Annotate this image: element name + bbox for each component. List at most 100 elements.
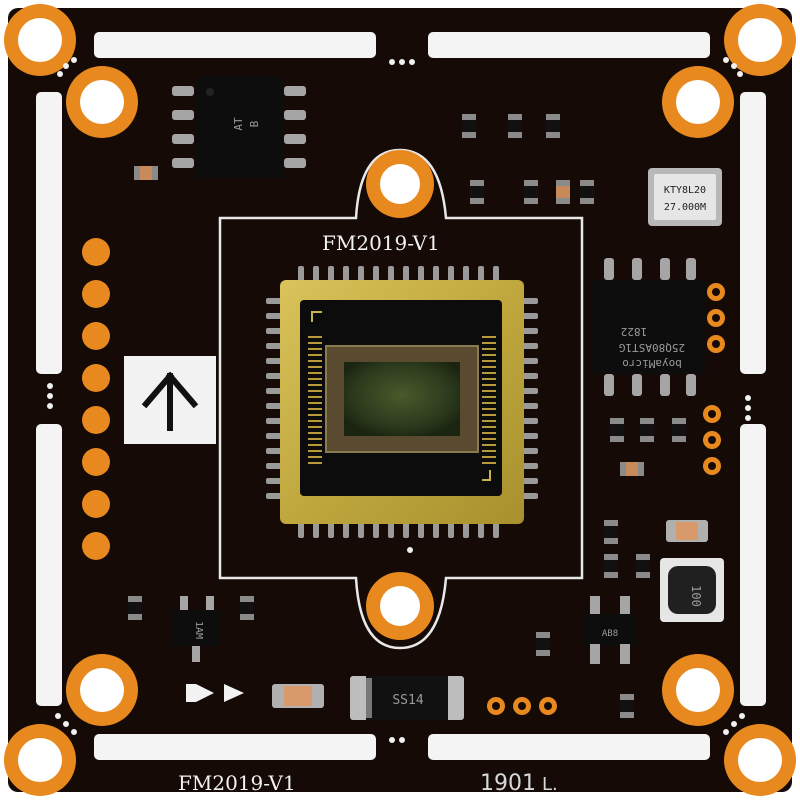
hole-bottom-left-inner	[66, 654, 138, 726]
bond-wire	[482, 420, 496, 422]
bond-wire	[482, 390, 496, 392]
bond-wire	[308, 396, 322, 398]
sensor-pin	[266, 478, 282, 484]
flash-label-1: 1822	[621, 325, 648, 338]
bond-wire	[482, 462, 496, 464]
sensor-pin	[266, 493, 282, 499]
flash-chip: 1822 25Q80AST1G boyaMicro	[592, 258, 706, 396]
bond-wire	[482, 426, 496, 428]
up-arrow-icon	[141, 371, 199, 431]
crystal-label-1: KTY8L20	[664, 185, 706, 196]
lens-hole-bottom	[366, 572, 434, 640]
hole-top-right-inner	[662, 66, 734, 138]
bond-wire	[308, 372, 322, 374]
sensor-pin	[522, 433, 538, 439]
bond-wire	[482, 378, 496, 380]
bond-wire	[308, 342, 322, 344]
bond-wire	[308, 360, 322, 362]
sensor-pin	[418, 522, 424, 538]
sensor-pin	[403, 266, 409, 282]
sensor-pin	[522, 298, 538, 304]
sensor-pin	[343, 266, 349, 282]
bond-wire	[308, 450, 322, 452]
transistor-label: 1AM	[193, 621, 204, 639]
sensor-pin	[373, 522, 379, 538]
bond-wire	[482, 354, 496, 356]
capacitor-body	[676, 522, 698, 540]
eeprom-label-2: B	[248, 120, 261, 127]
sensor-pin	[522, 463, 538, 469]
sensor-pin	[266, 403, 282, 409]
hole-top-left-outer	[4, 4, 76, 76]
sensor-pin	[478, 266, 484, 282]
sensor-pin	[522, 313, 538, 319]
eeprom-chip: AT B	[172, 76, 306, 178]
sensor-pin	[266, 358, 282, 364]
sensor-pin	[522, 343, 538, 349]
smd-passives	[128, 114, 686, 718]
sensor-pin	[343, 522, 349, 538]
bond-wire	[482, 402, 496, 404]
sensor-pin	[388, 266, 394, 282]
sensor-pin	[328, 266, 334, 282]
connector-pad	[82, 532, 110, 560]
sensor-pin	[433, 266, 439, 282]
bond-wire	[482, 384, 496, 386]
bond-wire	[308, 414, 322, 416]
sensor-pin	[266, 328, 282, 334]
bond-wire	[308, 462, 322, 464]
bottom-test-pads	[487, 697, 557, 715]
sensor-pin	[266, 298, 282, 304]
sensor-pin	[448, 266, 454, 282]
sensor-outline-silkscreen	[218, 148, 584, 650]
model-label-bottom: FM2019-V1	[178, 771, 296, 795]
crystal-label-2: 27.000M	[664, 202, 706, 213]
bond-wire	[482, 336, 496, 338]
sensor-pin	[266, 433, 282, 439]
hole-top-right-outer	[724, 4, 796, 76]
connector-pad	[82, 238, 110, 266]
sensor-glass	[344, 362, 460, 436]
sensor-pin	[298, 266, 304, 282]
sensor-bond-wires	[308, 336, 496, 464]
bond-wire	[308, 378, 322, 380]
sensor-pin	[403, 522, 409, 538]
bond-wire	[308, 336, 322, 338]
sensor-pin	[266, 373, 282, 379]
flash-label-3: boyaMicro	[622, 357, 682, 370]
sensor-pin	[266, 343, 282, 349]
bond-wire	[482, 444, 496, 446]
sensor-pin	[522, 493, 538, 499]
bond-wire	[308, 444, 322, 446]
sensor-pin	[522, 448, 538, 454]
sensor-pin	[418, 266, 424, 282]
sensor-pin	[463, 266, 469, 282]
sensor-pin	[522, 478, 538, 484]
bond-wire	[308, 348, 322, 350]
bond-wire	[482, 450, 496, 452]
bond-wire	[482, 456, 496, 458]
connector-pad	[82, 364, 110, 392]
sensor-pin	[522, 358, 538, 364]
crystal-oscillator: KTY8L20 27.000M	[648, 168, 722, 226]
sensor-pin	[313, 266, 319, 282]
sensor-pin	[478, 522, 484, 538]
connector-pad	[82, 280, 110, 308]
voltage-regulator: AB8	[584, 596, 636, 664]
bond-wire	[482, 342, 496, 344]
diode-symbol-silkscreen	[186, 684, 244, 702]
model-label-top: FM2019-V1	[322, 231, 440, 255]
bond-wire	[308, 390, 322, 392]
left-connector-pads	[82, 238, 110, 560]
sensor-pin	[358, 522, 364, 538]
bond-wire	[308, 432, 322, 434]
sensor-pin	[328, 522, 334, 538]
date-code-suffix: L.	[542, 774, 558, 795]
sensor-pin	[388, 522, 394, 538]
hole-bottom-right-outer	[724, 724, 796, 796]
lens-hole-top	[366, 150, 434, 218]
sensor-pin	[522, 418, 538, 424]
bond-wire	[482, 414, 496, 416]
bond-wire	[308, 456, 322, 458]
